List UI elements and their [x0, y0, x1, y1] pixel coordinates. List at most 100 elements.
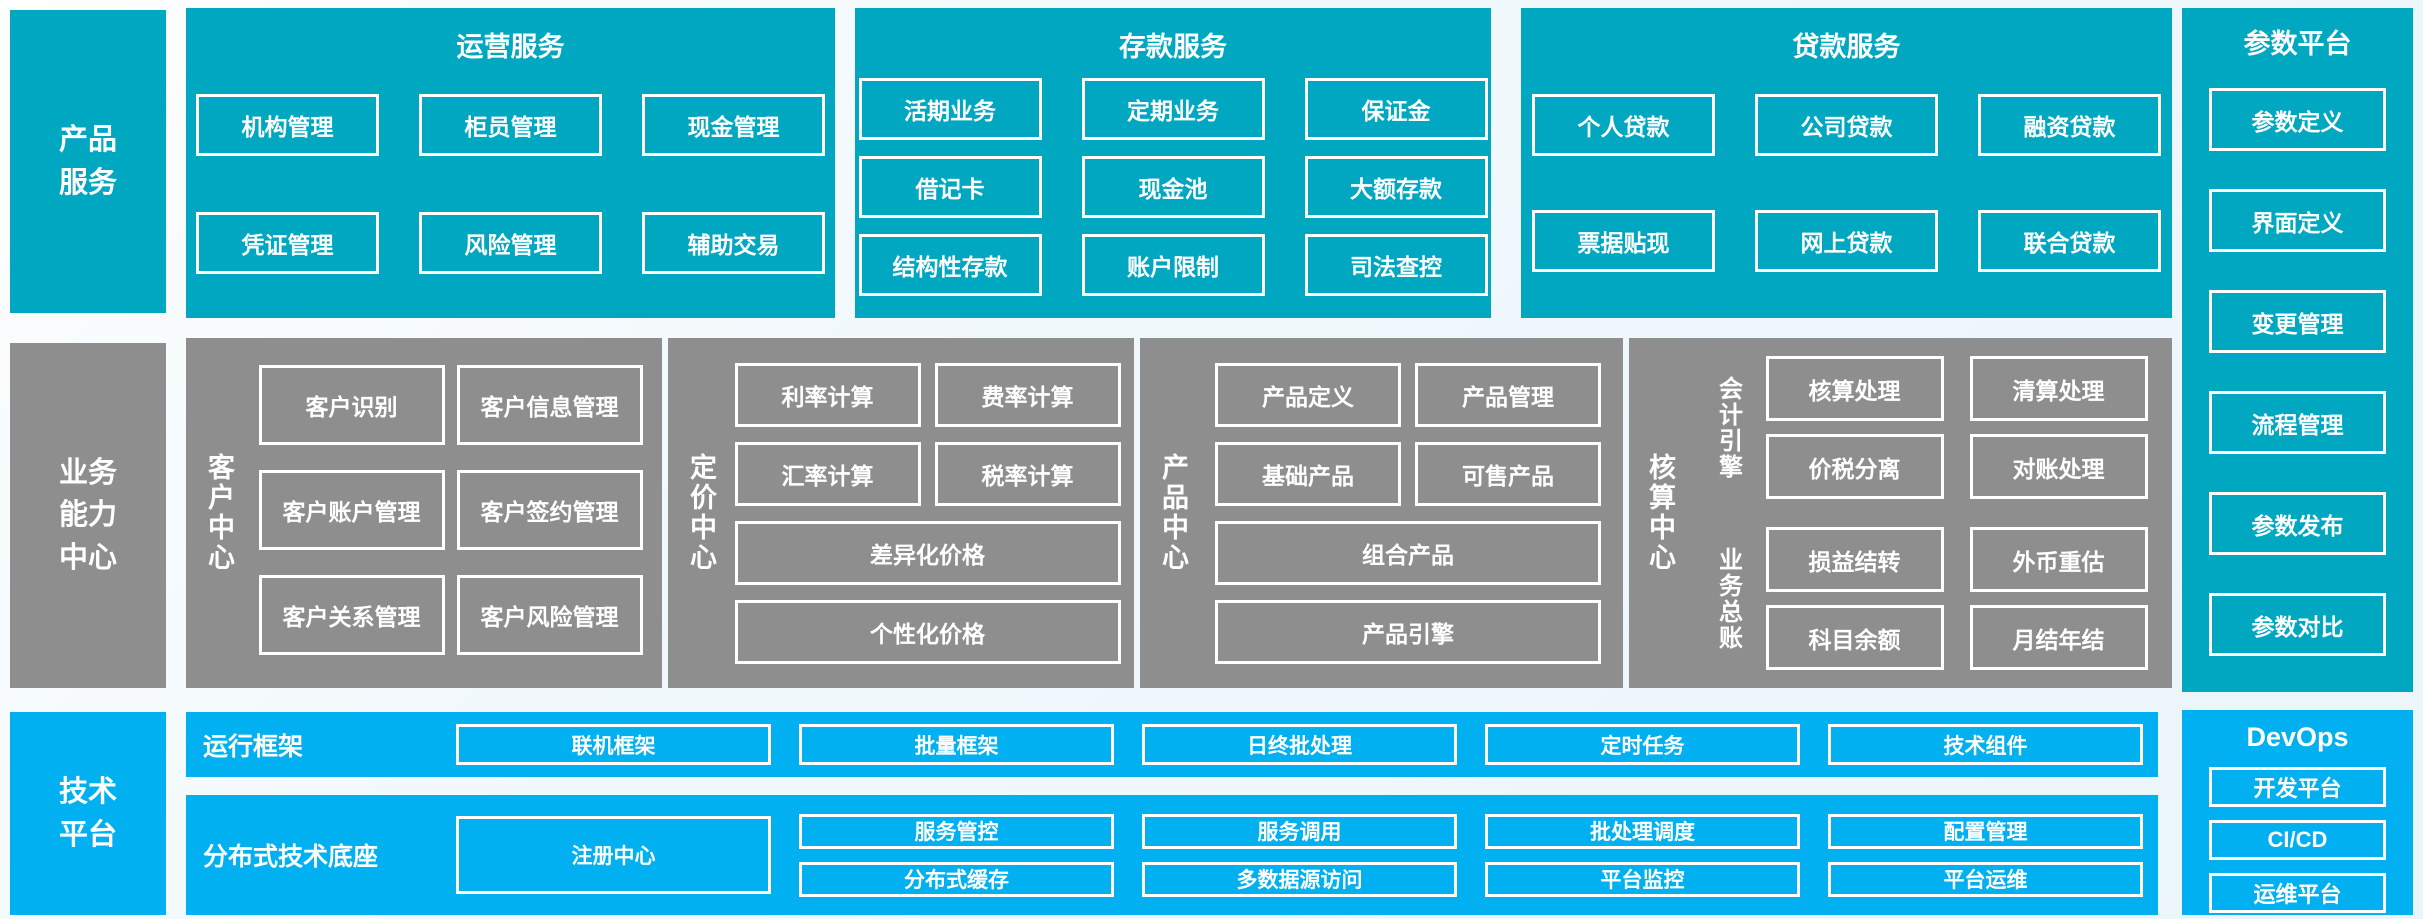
panel-label: 定价中心 — [686, 453, 716, 573]
box-row: 客户关系管理 客户风险管理 — [258, 575, 643, 655]
strip-label: 运行框架 — [203, 732, 304, 761]
box-customer-relation-mgmt: 客户关系管理 — [258, 575, 445, 655]
box-row: 结构性存款 账户限制 司法查控 — [855, 234, 1491, 296]
box-eod-batch: 日终批处理 — [1142, 724, 1457, 765]
box-cash-mgmt: 现金管理 — [642, 94, 825, 156]
box-ops-platform: 运维平台 — [2209, 873, 2386, 913]
box-platform-monitor: 平台监控 — [1485, 861, 1800, 897]
box-row: 利率计算 费率计算 — [734, 363, 1121, 427]
box-column: 服务管控 分布式缓存 — [799, 813, 1114, 897]
box-config-mgmt: 配置管理 — [1828, 813, 2143, 849]
box-bill-discount: 票据贴现 — [1532, 210, 1715, 272]
rail-business-capability-center: 业务 能力 中心 — [10, 343, 166, 688]
box-cash-pool: 现金池 — [1081, 156, 1265, 218]
box-online-loan: 网上贷款 — [1755, 210, 1938, 272]
box-row: 个人贷款 公司贷款 融资贷款 — [1521, 94, 2172, 156]
box-clearing-process: 清算处理 — [1969, 356, 2148, 421]
box-combo-product: 组合产品 — [1215, 521, 1601, 585]
box-grid: 客户识别 客户信息管理 客户账户管理 客户签约管理 客户关系管理 客户风险管理 — [239, 365, 662, 688]
box-param-definition: 参数定义 — [2209, 88, 2386, 151]
section-title: 参数平台 — [2243, 29, 2352, 59]
panel-accounting-center: 核算中心 会计引擎 核算处理 清算处理 价税分离 对账处理 业务总账 — [1629, 338, 2172, 688]
box-tax-separation: 价税分离 — [1765, 434, 1944, 499]
box-row: 借记卡 现金池 大额存款 — [855, 156, 1491, 218]
box-row: 价税分离 对账处理 — [1765, 434, 2148, 499]
box-voucher-mgmt: 凭证管理 — [196, 212, 379, 274]
box-column: 参数定义 界面定义 变更管理 流程管理 参数发布 参数对比 — [2209, 88, 2386, 656]
box-distributed-cache: 分布式缓存 — [799, 861, 1114, 897]
box-grid: 利率计算 费率计算 汇率计算 税率计算 差异化价格 个性化价格 — [721, 363, 1134, 688]
rail-product-services: 产品 服务 — [10, 10, 166, 313]
box-exchange-calc: 汇率计算 — [734, 442, 921, 506]
group-label: 会计引擎 — [1714, 375, 1742, 480]
box-row: 损益结转 外币重估 — [1765, 527, 2148, 592]
box-product-mgmt: 产品管理 — [1415, 363, 1601, 427]
box-product-engine: 产品引擎 — [1215, 600, 1601, 664]
box-teller-mgmt: 柜员管理 — [419, 94, 602, 156]
section-loan-services: 贷款服务 个人贷款 公司贷款 融资贷款 票据贴现 网上贷款 联合贷款 — [1521, 8, 2172, 318]
box-grid: 活期业务 定期业务 保证金 借记卡 现金池 大额存款 结构性存款 账户限制 司法… — [855, 78, 1491, 296]
section-operations-services: 运营服务 机构管理 柜员管理 现金管理 凭证管理 风险管理 辅助交易 — [186, 8, 835, 318]
box-base-product: 基础产品 — [1215, 442, 1401, 506]
box-change-mgmt: 变更管理 — [2209, 290, 2386, 353]
box-corporate-loan: 公司贷款 — [1755, 94, 1938, 156]
box-dev-platform: 开发平台 — [2209, 767, 2386, 807]
box-customer-account-mgmt: 客户账户管理 — [258, 470, 445, 550]
box-batch-framework: 批量框架 — [799, 724, 1114, 765]
panel-label: 核算中心 — [1645, 453, 1675, 573]
box-row: 基础产品 可售产品 — [1215, 442, 1601, 506]
box-margin: 保证金 — [1304, 78, 1488, 140]
box-personal-loan: 个人贷款 — [1532, 94, 1715, 156]
box-column: 配置管理 平台运维 — [1828, 813, 2143, 897]
box-row: 客户识别 客户信息管理 — [258, 365, 643, 445]
panel-customer-center: 客户中心 客户识别 客户信息管理 客户账户管理 客户签约管理 客户关系管理 客户… — [186, 338, 662, 688]
box-row: 活期业务 定期业务 保证金 — [855, 78, 1491, 140]
box-row: 注册中心 服务管控 分布式缓存 服务调用 多数据源访问 批处理调度 平台监控 配… — [456, 813, 2143, 897]
box-fee-calc: 费率计算 — [934, 363, 1121, 427]
box-structured-deposit: 结构性存款 — [858, 234, 1042, 296]
rail-tech-platform: 技术 平台 — [10, 712, 166, 915]
box-row: 汇率计算 税率计算 — [734, 442, 1121, 506]
box-row: 凭证管理 风险管理 辅助交易 — [186, 212, 835, 274]
box-financing-loan: 融资贷款 — [1978, 94, 2161, 156]
box-customer-risk-mgmt: 客户风险管理 — [456, 575, 643, 655]
box-column: 服务调用 多数据源访问 — [1142, 813, 1457, 897]
box-month-year-close: 月结年结 — [1969, 605, 2148, 670]
box-tech-component: 技术组件 — [1828, 724, 2143, 765]
box-param-publish: 参数发布 — [2209, 492, 2386, 555]
box-grid: 产品定义 产品管理 基础产品 可售产品 组合产品 产品引擎 — [1193, 363, 1623, 688]
panel-product-center: 产品中心 产品定义 产品管理 基础产品 可售产品 组合产品 产品引擎 — [1140, 338, 1623, 688]
box-pl-carryover: 损益结转 — [1765, 527, 1944, 592]
box-row: 产品定义 产品管理 — [1215, 363, 1601, 427]
section-title: DevOps — [2246, 722, 2349, 752]
box-column: 批处理调度 平台监控 — [1485, 813, 1800, 897]
box-org-mgmt: 机构管理 — [196, 94, 379, 156]
box-interest-calc: 利率计算 — [734, 363, 921, 427]
box-demand-deposit: 活期业务 — [858, 78, 1042, 140]
box-grid: 损益结转 外币重估 科目余额 月结年结 — [1765, 527, 2148, 670]
box-large-deposit: 大额存款 — [1304, 156, 1488, 218]
group-accounting-engine: 会计引擎 核算处理 清算处理 价税分离 对账处理 — [1680, 356, 2172, 499]
box-batch-scheduling: 批处理调度 — [1485, 813, 1800, 849]
section-title: 存款服务 — [1119, 32, 1227, 62]
group-label: 业务总账 — [1714, 546, 1742, 651]
box-joint-loan: 联合贷款 — [1978, 210, 2161, 272]
box-service-governance: 服务管控 — [799, 813, 1114, 849]
box-product-definition: 产品定义 — [1215, 363, 1401, 427]
box-grid: 机构管理 柜员管理 现金管理 凭证管理 风险管理 辅助交易 — [186, 94, 835, 274]
section-devops: DevOps 开发平台 CI/CD 运维平台 — [2182, 710, 2413, 915]
box-row: 联机框架 批量框架 日终批处理 定时任务 技术组件 — [456, 724, 2143, 765]
strip-distributed-base: 分布式技术底座 注册中心 服务管控 分布式缓存 服务调用 多数据源访问 批处理调… — [186, 795, 2158, 915]
box-tax-calc: 税率计算 — [934, 442, 1121, 506]
box-row: 核算处理 清算处理 — [1765, 356, 2148, 421]
box-personalized-price: 个性化价格 — [734, 600, 1121, 664]
box-row: 票据贴现 网上贷款 联合贷款 — [1521, 210, 2172, 272]
section-title: 贷款服务 — [1792, 32, 1901, 62]
box-scheduled-task: 定时任务 — [1485, 724, 1800, 765]
box-ui-definition: 界面定义 — [2209, 189, 2386, 252]
box-grid: 个人贷款 公司贷款 融资贷款 票据贴现 网上贷款 联合贷款 — [1521, 94, 2172, 272]
box-subject-balance: 科目余额 — [1765, 605, 1944, 670]
box-cicd: CI/CD — [2209, 820, 2386, 860]
box-row: 科目余额 月结年结 — [1765, 605, 2148, 670]
